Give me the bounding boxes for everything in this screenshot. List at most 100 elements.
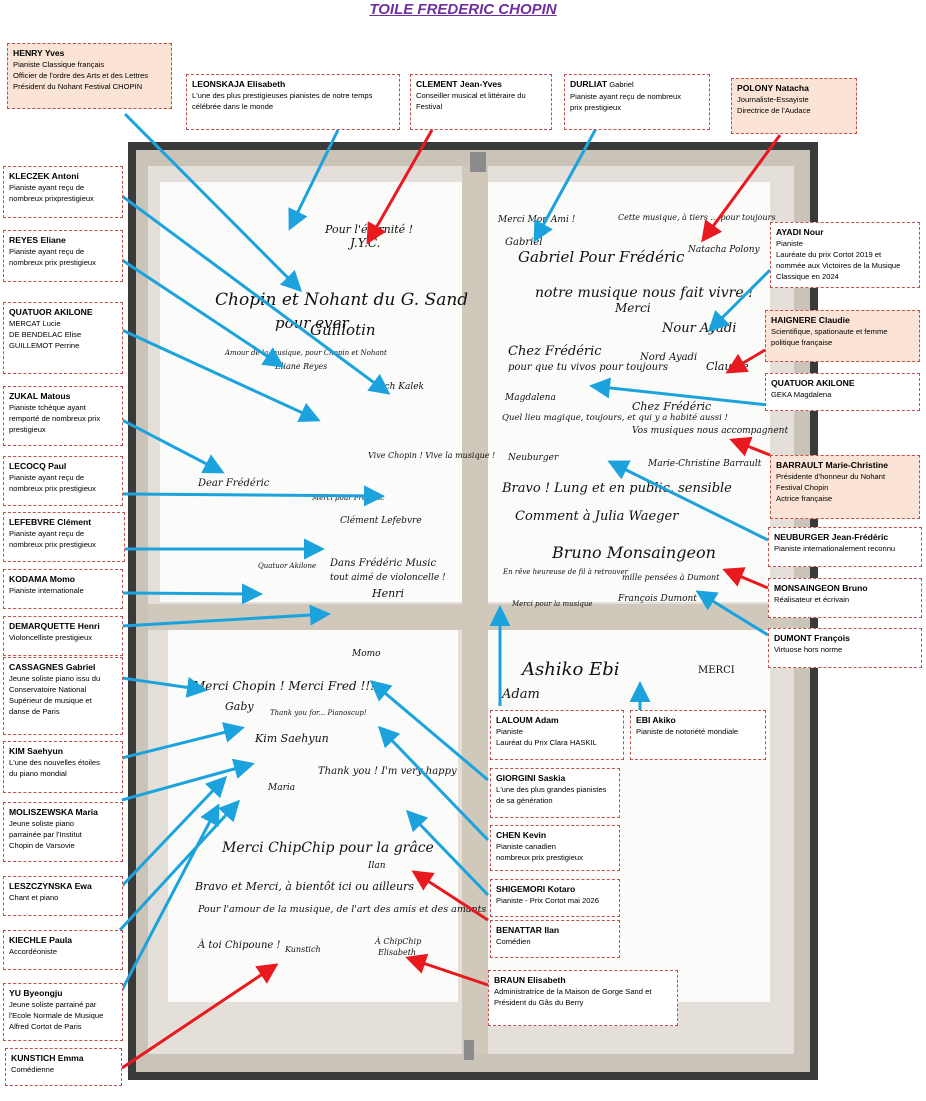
annotation-line: Pianiste ayant reçu de bbox=[9, 473, 85, 482]
arrow-lecocq bbox=[121, 485, 385, 507]
sig-tr-9: pour que tu vivos pour toujours bbox=[508, 362, 668, 373]
sig-br-1: Ashiko Ebi bbox=[520, 659, 619, 680]
annotation-line: célébrée dans le monde bbox=[192, 102, 274, 111]
sig-br-0: Adam bbox=[501, 687, 540, 702]
annotation-line: Festival bbox=[416, 102, 443, 111]
annotation-name: BARRAULT Marie-Christine bbox=[776, 460, 889, 470]
annotation-line: du piano mondial bbox=[9, 769, 67, 778]
annotation-line: L'une des nouvelles étoiles bbox=[9, 758, 100, 767]
sig-tr-10: Nord Ayadi bbox=[639, 352, 697, 363]
annotation-line: Pianiste Classique français bbox=[13, 60, 105, 69]
arrow-quatuor-1 bbox=[121, 328, 321, 423]
annotation-line: GUILLEMOT Perrine bbox=[9, 341, 80, 350]
sig-tl-3: pour ever bbox=[275, 314, 349, 332]
annotation-line: prix prestigieux bbox=[570, 103, 622, 112]
annotation-line: Présidente d'honneur du Nohant bbox=[776, 472, 886, 481]
arrow-kim bbox=[121, 722, 245, 760]
annotation-line: Lauréat du Prix Clara HASKIL bbox=[496, 738, 597, 747]
sig-tl-5: Amour de la musique, pour Chopin et Noha… bbox=[224, 349, 387, 357]
annotation-line: Pianiste - Prix Cortot mai 2026 bbox=[496, 896, 599, 905]
sig-tl-13: Henri bbox=[371, 587, 404, 600]
annotation-line: Jeune soliste piano bbox=[9, 819, 75, 828]
annotation-line: Pianiste canadien bbox=[496, 842, 556, 851]
arrow-kunstich bbox=[121, 963, 279, 1070]
sig-tl-9: Merci pour Frédéric bbox=[311, 494, 384, 502]
annotation-name: SHIGEMORI Kotaro bbox=[496, 884, 576, 894]
annotation-line: Président du Nohant Festival CHOPIN bbox=[13, 82, 143, 91]
arrow-leonskaja bbox=[288, 129, 340, 231]
arrows bbox=[118, 112, 782, 1070]
arrow-braun bbox=[405, 953, 489, 987]
sig-tr-16: Marie-Christine Barrault bbox=[647, 459, 762, 469]
annotation-line: nommée aux Victoires de la Musique bbox=[776, 261, 901, 270]
annotation-line: DE BENDELAC Elise bbox=[9, 330, 82, 339]
sig-tr-22: Merci pour la musique bbox=[511, 600, 593, 608]
sig-bl-5: Thank you ! I'm very happy bbox=[318, 766, 457, 777]
annotation-line: Virtuose hors norme bbox=[774, 645, 843, 654]
arrow-barrault bbox=[729, 436, 771, 457]
annotation-name: KODAMA Momo bbox=[9, 574, 76, 584]
sig-bl-14: Elisabeth bbox=[377, 948, 416, 957]
annotation-name: BENATTAR Ilan bbox=[496, 925, 560, 935]
annotation-line: Actrice française bbox=[776, 494, 833, 503]
sig-tl-6: Eliane Reyes bbox=[274, 362, 327, 371]
annotation-line: nombreux prix prestigieux bbox=[9, 258, 96, 267]
sig-bl-1: Gaby bbox=[225, 700, 254, 713]
annotation-name: DURLIAT Gabriel bbox=[570, 79, 634, 89]
sig-bl-3: Thank you for... Pianoscup! bbox=[270, 709, 367, 717]
arrow-moliszewska bbox=[121, 758, 255, 802]
annotation-line: politique française bbox=[771, 338, 833, 347]
annotation-line: Administratrice de la Maison de Gorge Sa… bbox=[494, 987, 652, 996]
annotation-name: LESZCZYNSKA Ewa bbox=[9, 881, 92, 891]
annotation-line: Pianiste ayant reçu de bbox=[9, 529, 85, 538]
arrow-reyes bbox=[121, 258, 285, 368]
sig-tr-20: Bruno Monsaingeon bbox=[551, 543, 716, 562]
annotation-name: MONSAINGEON Bruno bbox=[774, 583, 868, 593]
annotation-line: Pianiste ayant reçu de bbox=[9, 183, 85, 192]
annotation-name: KUNSTICH Emma bbox=[11, 1053, 84, 1063]
sig-bl-12: Kunstich bbox=[284, 945, 321, 954]
arrow-chen bbox=[377, 725, 490, 842]
annotation-line: Festival Chopin bbox=[776, 483, 829, 492]
annotation-line: Supérieur de musique et bbox=[9, 696, 92, 705]
sig-tr-6: Merci bbox=[614, 301, 651, 315]
sig-tl-4: Guillotin bbox=[310, 321, 376, 339]
annotation-line: Directrice de l'Audace bbox=[737, 106, 811, 115]
sig-tl-0: Pour l'éternité ! bbox=[324, 223, 413, 236]
annotation-name: QUATUOR AKILONE bbox=[9, 307, 93, 317]
canvas-frame bbox=[128, 142, 818, 1080]
annotation-line: nombreux prix prestigieux bbox=[9, 484, 96, 493]
annotation-line: Comédien bbox=[496, 937, 531, 946]
annotation-line: remporté de nombreux prix bbox=[9, 414, 101, 423]
sig-tr-19: Comment à Julia Waeger bbox=[515, 509, 679, 524]
annotation-name: LEONSKAJA Elisabeth bbox=[192, 79, 286, 89]
annotation-line: Pianiste ayant reçu de nombreux bbox=[570, 92, 682, 101]
sig-bl-8: Ilan bbox=[367, 861, 386, 871]
arrow-demarquette bbox=[121, 604, 331, 628]
annotation-line: Pianiste internationale bbox=[9, 586, 84, 595]
annotation-name: QUATUOR AKILONE bbox=[771, 378, 855, 388]
annotation-name: CLEMENT Jean-Yves bbox=[416, 79, 502, 89]
arrow-benattar bbox=[411, 870, 489, 922]
sig-tl-7: Pitch Kalek bbox=[371, 382, 424, 392]
sig-tr-4: Natacha Polony bbox=[687, 245, 760, 255]
sig-tr-17: Neuburger bbox=[507, 453, 559, 463]
annotation-line: Jeune soliste parrainé par bbox=[9, 1000, 97, 1009]
sig-tr-5: notre musique nous fait vivre ! bbox=[535, 285, 754, 301]
annotation-line: MERCAT Lucie bbox=[9, 319, 61, 328]
